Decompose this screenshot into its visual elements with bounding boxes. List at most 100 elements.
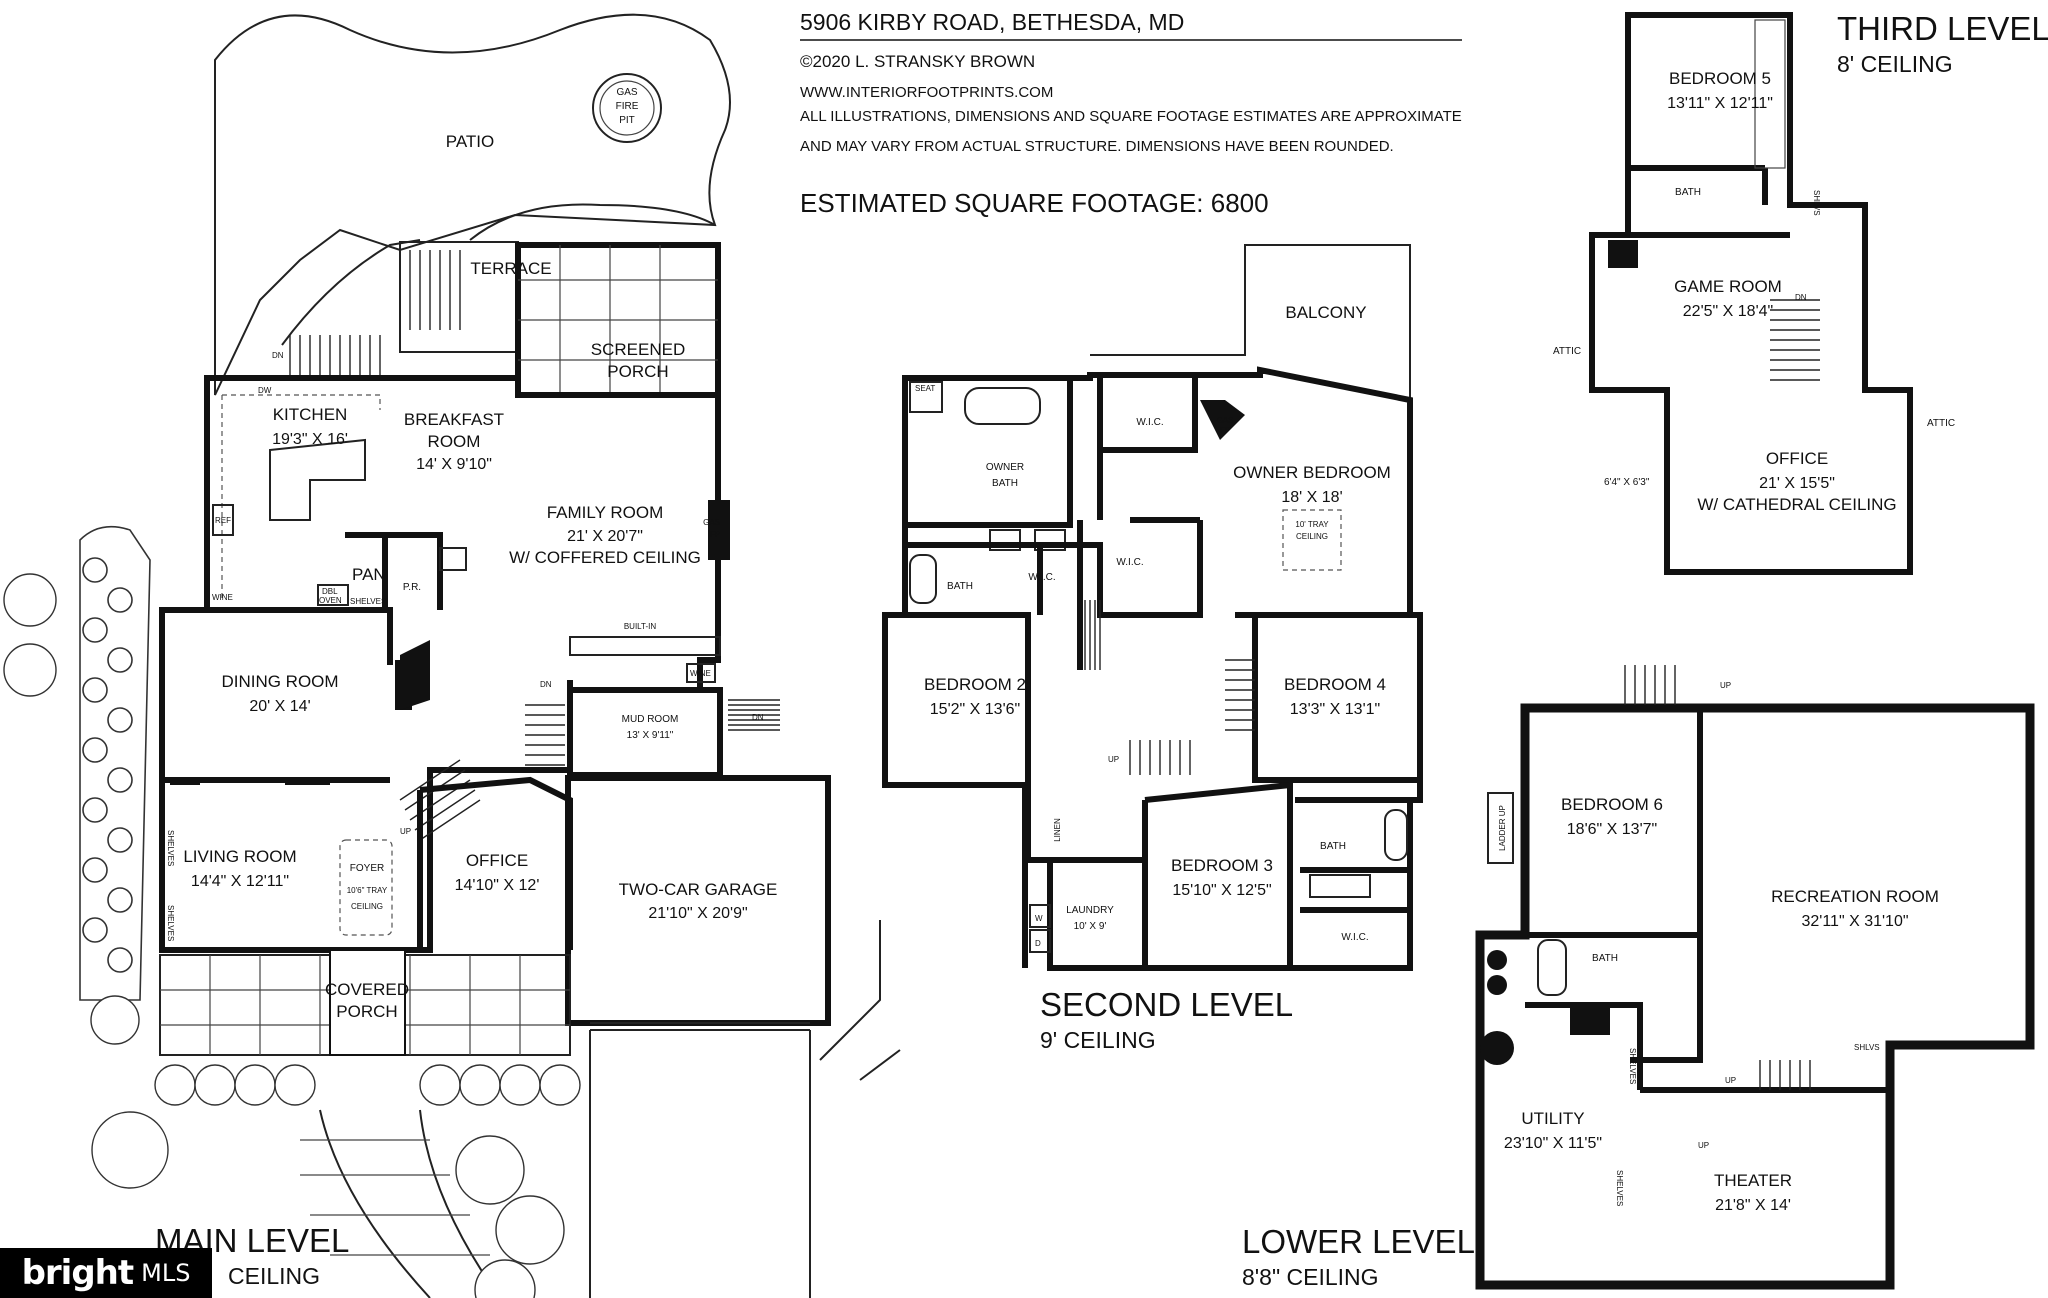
disclaimer-line-2: AND MAY VARY FROM ACTUAL STRUCTURE. DIME… — [800, 138, 1394, 155]
window-dim-third: 6'4" X 6'3" — [1604, 477, 1650, 488]
lower-level-title: LOWER LEVEL — [1242, 1223, 1475, 1260]
owner-bath-label-1: OWNER — [986, 462, 1024, 473]
patio-outline — [214, 13, 731, 396]
copyright-text: ©2020 L. STRANSKY BROWN — [800, 52, 1035, 71]
wine-label-kitchen: WINE — [212, 593, 233, 602]
kitchen-island — [269, 438, 366, 521]
dw-label: DW — [258, 386, 272, 395]
lower-level-ceiling: 8'8" CEILING — [1242, 1264, 1379, 1290]
garage — [565, 775, 831, 1026]
main-level-ceiling: CEILING — [228, 1263, 320, 1289]
second-level-ceiling: 9' CEILING — [1040, 1027, 1156, 1053]
fire-pit — [592, 73, 662, 143]
shelves-label-living-1: SHELVES — [166, 830, 175, 866]
kitchen-label: KITCHEN — [273, 405, 348, 424]
bath-label-3: BATH — [1675, 187, 1701, 198]
shelves-label-main: SHELVES — [350, 597, 386, 606]
owner-tray-1: 10' TRAY — [1295, 520, 1329, 529]
dbl-oven-label-1: DBL — [322, 587, 338, 596]
fire-pit-label-2: FIRE — [616, 101, 639, 112]
family-room-dim: 21' X 20'7" — [567, 528, 643, 545]
office-label-main: OFFICE — [466, 851, 528, 870]
office-dim-third: 21' X 15'5" — [1759, 475, 1835, 492]
shelves-label-lower-1: SHELVES — [1628, 1048, 1637, 1084]
shlvs-label-lower: SHLVS — [1854, 1043, 1880, 1052]
balcony-label: BALCONY — [1285, 303, 1366, 322]
third-house-outline — [1589, 12, 1913, 575]
office-dim-main: 14'10" X 12' — [455, 877, 540, 894]
dining-room-label: DINING ROOM — [221, 672, 338, 691]
pantry-label: PAN — [352, 565, 386, 584]
second-level-title: SECOND LEVEL — [1040, 986, 1293, 1023]
living-room-dim: 14'4" X 12'11" — [191, 873, 289, 890]
dbl-oven-label-2: OVEN — [319, 596, 342, 605]
game-room-stove — [1608, 240, 1638, 268]
bath-label-lower: BATH — [1592, 953, 1618, 964]
logo-brand: bright — [21, 1253, 135, 1293]
foyer-label: FOYER — [350, 863, 384, 874]
third-level-plan: BEDROOM 5 13'11" X 12'11" BATH SHLVS GAM… — [1553, 10, 2048, 575]
wic-label-3: W.I.C. — [1116, 557, 1143, 568]
screened-porch-label-1: SCREENED — [591, 340, 685, 359]
gas-fp-2-label-1: GAS — [1217, 416, 1234, 425]
game-room-dim: 22'5" X 18'4" — [1683, 303, 1773, 320]
bedroom-3-label: BEDROOM 3 — [1171, 856, 1273, 875]
foyer-note-2: CEILING — [351, 902, 383, 911]
bedroom-5-label: BEDROOM 5 — [1669, 69, 1771, 88]
disclaimer-line-1: ALL ILLUSTRATIONS, DIMENSIONS AND SQUARE… — [800, 108, 1462, 125]
wic-label-2: W.I.C. — [1028, 572, 1055, 583]
utility-dim: 23'10" X 11'5" — [1504, 1135, 1602, 1152]
second-house-outline — [882, 366, 1423, 971]
office-label-third: OFFICE — [1766, 449, 1828, 468]
terrace-label: TERRACE — [470, 259, 551, 278]
foyer-tray — [339, 839, 393, 936]
logo-suffix: MLS — [141, 1259, 191, 1287]
bedroom-6-label: BEDROOM 6 — [1561, 795, 1663, 814]
covered-porch-label-1: COVERED — [325, 980, 409, 999]
gas-fp-label-2: FP — [710, 530, 720, 539]
bedroom-5-dim: 13'11" X 12'11" — [1667, 95, 1773, 112]
bedroom-2-label: BEDROOM 2 — [924, 675, 1026, 694]
ref-label: REF — [215, 516, 231, 525]
patio-label: PATIO — [446, 132, 495, 151]
bath-2-tub — [909, 554, 937, 604]
breakfast-label-1: BREAKFAST — [404, 410, 504, 429]
dining-room-dim: 20' X 14' — [249, 698, 310, 715]
powder-room-label: P.R. — [403, 582, 421, 593]
garage-label: TWO-CAR GARAGE — [619, 880, 778, 899]
built-in-cabinet — [569, 636, 721, 656]
family-fireplace — [708, 500, 730, 560]
bedroom-3-dim: 15'10" X 12'5" — [1172, 882, 1271, 899]
washer-label: W — [1035, 914, 1043, 923]
breakfast-label-2: ROOM — [428, 432, 481, 451]
gas-fp-label-1: GAS — [703, 518, 720, 527]
bath-label-2b: BATH — [1320, 841, 1346, 852]
theater-label: THEATER — [1714, 1171, 1792, 1190]
owner-tray — [1282, 509, 1342, 571]
mud-room-dim: 13' X 9'11" — [627, 730, 674, 741]
bedroom-4-label: BEDROOM 4 — [1284, 675, 1386, 694]
up-label-second: UP — [1108, 755, 1119, 764]
recreation-room-dim: 32'11" X 31'10" — [1801, 913, 1908, 930]
owner-wic-label: W.I.C. — [1136, 417, 1163, 428]
covered-porch-label-2: PORCH — [336, 1002, 397, 1021]
refrigerator — [212, 504, 234, 536]
gas-fp-2-label-2: FP — [1220, 426, 1230, 435]
lower-mechanical — [1570, 1005, 1610, 1035]
dn-label-third: DN — [1795, 293, 1807, 302]
mud-room-label: MUD ROOM — [622, 714, 679, 725]
lower-level-plan: UP BEDROOM 6 18'6" X 13'7" LADDER UP REC… — [1242, 665, 2035, 1290]
bath-label-2a: BATH — [947, 581, 973, 592]
stone-wall — [79, 525, 151, 1001]
third-level-ceiling: 8' CEILING — [1837, 51, 1953, 77]
dn-label-mud: DN — [752, 713, 764, 722]
attic-label-left: ATTIC — [1553, 346, 1581, 357]
ladder — [1487, 792, 1514, 864]
dryer-label: D — [1035, 939, 1041, 948]
ladder-label: LADDER UP — [1498, 805, 1507, 851]
shelves-label-lower-2: SHELVES — [1615, 1170, 1624, 1206]
owner-tub — [964, 387, 1041, 425]
lower-house-outline — [1475, 703, 2035, 1290]
up-label-theater: UP — [1698, 1141, 1709, 1150]
family-room-note: W/ COFFERED CEILING — [509, 548, 701, 567]
